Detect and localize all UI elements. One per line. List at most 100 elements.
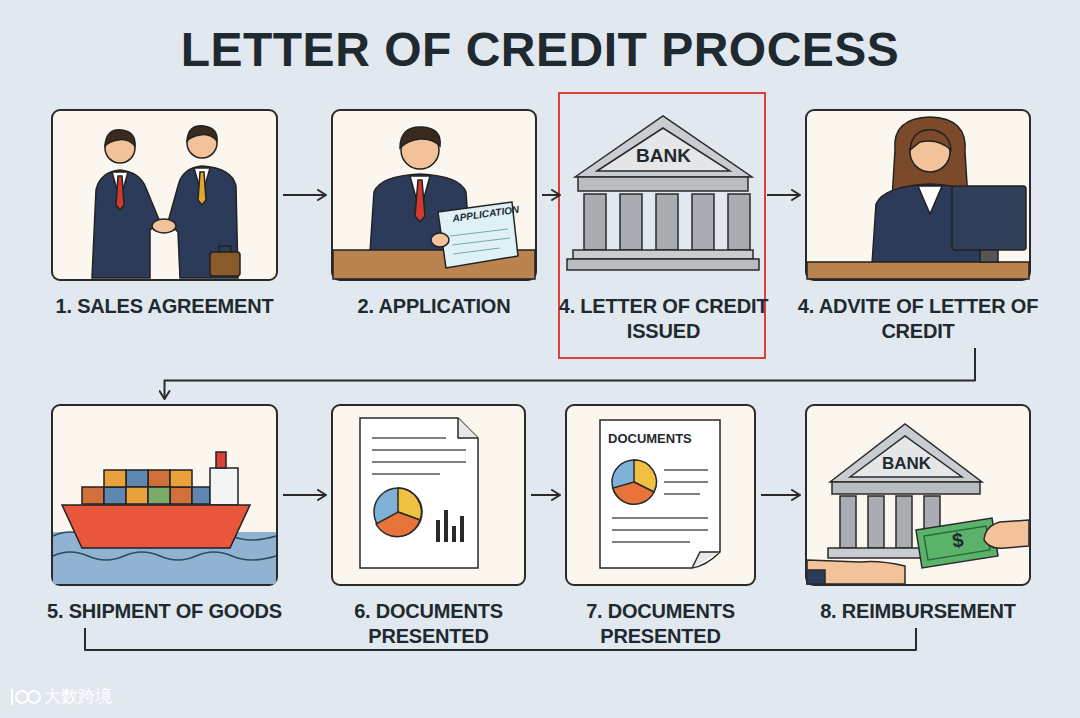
documents-page bbox=[600, 420, 720, 568]
documents-page-part bbox=[612, 470, 708, 542]
bank-payment-part bbox=[832, 482, 980, 494]
process-step: 7. DOCUMENTS PRESENTED bbox=[566, 405, 755, 653]
bank-payment-part bbox=[984, 520, 1029, 548]
step-label: 4. ADVITE OF LETTER OF CREDIT bbox=[790, 294, 1046, 348]
cargo-ship-part bbox=[210, 468, 238, 505]
picture-area bbox=[566, 405, 755, 585]
document-page-part bbox=[372, 473, 440, 475]
bank-payment-part bbox=[868, 496, 884, 548]
document-page-part bbox=[436, 510, 464, 542]
bank-building-part bbox=[728, 194, 750, 250]
flow-arrow bbox=[542, 194, 560, 196]
step-label: 8. REIMBURSEMENT bbox=[790, 599, 1046, 628]
advising-clerk-part bbox=[952, 186, 1026, 250]
panel-frames-part bbox=[566, 405, 755, 585]
handshake-figure bbox=[92, 126, 240, 278]
bank-payment-part bbox=[850, 436, 962, 477]
handshake-figure-part bbox=[92, 170, 160, 278]
documents-page-part bbox=[664, 469, 708, 471]
handshake-figure-part bbox=[210, 252, 240, 276]
picture-area bbox=[806, 110, 1030, 280]
cargo-ship-part bbox=[104, 470, 210, 504]
bank-building-part bbox=[575, 116, 752, 177]
bank-payment bbox=[807, 424, 1029, 584]
process-step: 4. ADVITE OF LETTER OF CREDIT bbox=[806, 110, 1030, 348]
step-label: 5. SHIPMENT OF GOODS bbox=[36, 599, 293, 628]
picture-area bbox=[332, 405, 525, 585]
cargo-ship-part bbox=[53, 552, 276, 560]
picture-area bbox=[52, 110, 277, 280]
picture-area bbox=[806, 405, 1030, 585]
bank-building-part bbox=[656, 194, 678, 250]
applicant-figure-part bbox=[450, 229, 510, 254]
bank-payment-part bbox=[830, 424, 982, 482]
cargo-ship-part bbox=[148, 487, 170, 504]
advising-clerk-part bbox=[910, 130, 951, 150]
flow-arrow bbox=[767, 194, 800, 196]
cargo-ship-part bbox=[170, 487, 192, 504]
flow-arrow bbox=[165, 348, 976, 399]
document-page-part bbox=[436, 520, 440, 542]
highlight-frame bbox=[559, 93, 765, 358]
bank-building-part bbox=[578, 177, 748, 191]
step-label: 2. APPLICATION bbox=[316, 294, 552, 323]
panel-frames-part bbox=[52, 405, 277, 585]
handshake-figure-part bbox=[198, 172, 206, 205]
documents-page-part bbox=[612, 517, 708, 519]
cargo-ship-part bbox=[62, 505, 250, 548]
cargo-ship-part bbox=[104, 470, 126, 487]
document-page-part bbox=[372, 438, 466, 474]
document-page-part bbox=[460, 516, 464, 542]
document-page-part bbox=[452, 526, 456, 542]
documents-page-part bbox=[612, 529, 708, 531]
bank-building-part bbox=[567, 259, 759, 270]
cargo-ship-part bbox=[126, 487, 148, 504]
bank-building-part bbox=[620, 194, 642, 250]
panel-frames-part bbox=[332, 405, 525, 585]
bank-sign: BANK bbox=[882, 455, 931, 472]
panel-frames-part bbox=[806, 110, 1030, 280]
picture-area bbox=[332, 110, 536, 280]
handshake-figure-part bbox=[105, 130, 135, 146]
applicant-figure-part bbox=[415, 180, 425, 222]
cargo-ship-part bbox=[104, 487, 126, 504]
step-label: 6. DOCUMENTS PRESENTED bbox=[316, 599, 541, 653]
process-step: 8. REIMBURSEMENT bbox=[806, 405, 1030, 628]
process-step: 2. APPLICATION bbox=[332, 110, 536, 323]
watermark-logo bbox=[12, 689, 40, 705]
flow-arrow bbox=[283, 194, 326, 196]
panel-frames bbox=[52, 110, 1030, 585]
flow-arrow bbox=[531, 494, 560, 496]
documents-page-part bbox=[613, 482, 654, 504]
advising-clerk-part bbox=[980, 250, 998, 262]
handshake-figure-part bbox=[116, 176, 124, 210]
bank-building bbox=[567, 116, 759, 270]
bank-sign: BANK bbox=[636, 146, 691, 165]
bank-building-part bbox=[573, 250, 753, 259]
panel-frames-part bbox=[806, 405, 1030, 585]
flow-arrow bbox=[761, 494, 800, 496]
applicant-figure bbox=[333, 127, 535, 279]
process-step: 4. LETTER OF CREDIT ISSUED bbox=[566, 110, 761, 348]
documents-page-part bbox=[600, 420, 720, 568]
panel-frames-part bbox=[332, 110, 536, 280]
applicant-figure-part bbox=[452, 238, 510, 245]
watermark-logo-part bbox=[16, 691, 28, 703]
step-label: 1. SALES AGREEMENT bbox=[36, 294, 293, 323]
advising-clerk bbox=[807, 117, 1029, 279]
document-heading: DOCUMENTS bbox=[608, 432, 692, 445]
bank-payment-part bbox=[807, 560, 905, 584]
bank-payment-part bbox=[840, 496, 856, 548]
flow-arrow bbox=[85, 628, 916, 650]
document-page-part bbox=[458, 418, 478, 438]
applicant-figure-part bbox=[431, 233, 449, 247]
applicant-figure-part bbox=[400, 127, 440, 148]
bank-building-part bbox=[584, 194, 606, 250]
documents-page-part bbox=[612, 541, 690, 543]
document-page-part bbox=[372, 449, 466, 451]
applicant-figure-part bbox=[453, 248, 500, 254]
documents-page-part bbox=[612, 460, 656, 504]
handshake-figure-part bbox=[187, 126, 217, 141]
